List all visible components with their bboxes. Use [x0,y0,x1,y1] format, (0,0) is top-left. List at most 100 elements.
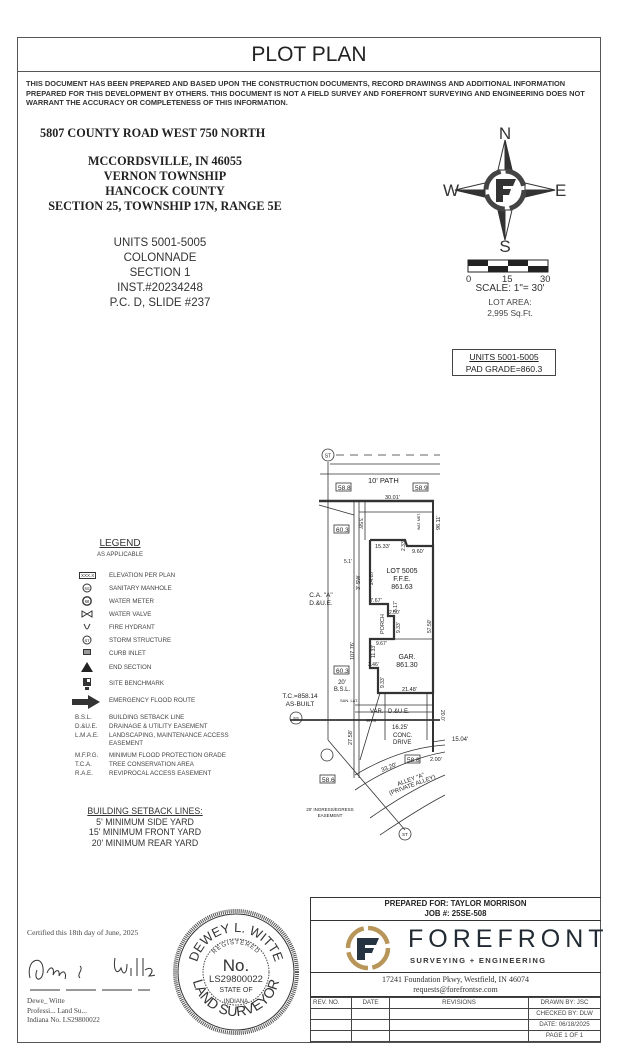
variable-label: VAR. [370,709,384,715]
abbreviation: T.C.A. [75,761,92,768]
ffe-label: F.F.E. [393,576,411,583]
storm-structure-icon: ST [79,635,95,647]
dim-3-58: 3.58' [357,518,363,529]
legend-item-label: STORM STRUCTURE [109,637,172,644]
table-row: PAGE 1 OF 1 [310,1030,601,1042]
abbreviation-meaning: TREE CONSERVATION AREA [109,761,194,768]
table-row: REV. NO. DATE REVISIONS DRAWN BY: JSC [310,997,601,1009]
seal-state: INDIANA [224,999,248,1005]
drive-width: 16.25' [392,725,408,731]
storm-structure-top: ST [325,454,331,460]
pad-units: UNITS 5001-5005 [469,352,539,362]
dim-2-00-front: 2.00' [430,757,442,763]
plot-drawing: ST 10' PATH 58.8 58.9 30.01' 96.11' 3.58… [282,448,468,841]
dim-15-33: 15.33' [375,544,390,550]
col-rev-no: REV. NO. [310,997,352,1009]
compass-n: N [499,125,511,143]
dim-5-1: 5.1' [344,559,352,565]
county: HANCOCK COUNTY [105,184,225,198]
water-valve-icon [79,609,95,621]
title-block [310,897,602,1043]
drive-label: CONC. [393,733,413,739]
abbreviation: M.F.P.G. [75,752,99,759]
abbreviation-meaning: MINIMUM FLOOD PROTECTION GRADE [109,752,226,759]
company-contact: 17241 Foundation Pkwy, Westfield, IN 460… [310,973,601,997]
drawn-by: DRAWN BY: JSC [528,997,601,1009]
dim-20-0: 20.0' [439,710,445,721]
bsl-distance: 20' [338,680,346,686]
company-tagline: SURVEYING + ENGINEERING [410,956,547,965]
table-row: CHECKED BY: DLW [310,1008,601,1020]
sanitary-manhole-left: SS [293,716,299,721]
elev-58-8-front: 58.8 [407,757,420,764]
section-township-range: SECTION 25, TOWNSHIP 17N, RANGE 5E [48,199,282,213]
garage-elevation: 861.30 [396,662,418,669]
prepared-for-row: PREPARED FOR: TAYLOR MORRISON JOB #: 25S… [310,897,601,921]
dim-9-67: 9.67' [376,641,387,647]
legend-title: LEGEND [99,538,141,549]
lot-number: LOT 5005 [386,568,417,575]
legend-item-label: WATER VALVE [109,611,152,618]
scale-label: SCALE: 1"= 30' [475,283,545,294]
du-easement-label: D.&U.E. [309,600,333,607]
dim-2-33: 2.33' [401,540,407,551]
company-address: 17241 Foundation Pkwy, Westfield, IN 460… [382,975,529,984]
porch-label: PORCH [380,614,386,634]
abbreviation-meaning: DRAINAGE & UTILITY EASEMENT [109,723,208,730]
elev-58-9: 58.9 [415,485,428,492]
legend-item-label: SANITARY MANHOLE [109,585,172,592]
site-benchmark-icon [79,678,95,692]
forefront-logo-icon [345,925,391,971]
abbreviation: R.A.E. [75,770,93,777]
instrument-number: INST.#20234248 [117,282,203,294]
sidewalk-label: 3' SW [356,575,362,590]
ingress-easement-2: EASEMENT [318,813,343,818]
city: MCCORDSVILLE, IN 46055 [87,154,243,168]
dim-2-00: 2.00' [389,610,400,616]
dim-15-04: 15.04' [452,737,468,743]
svg-text:ST: ST [84,638,90,643]
page-number: PAGE 1 OF 1 [528,1030,601,1042]
dim-3-46: 3.46' [368,662,379,668]
dim-9-60: 9.60' [412,549,424,555]
pad-grade-box: UNITS 5001-5005 PAD GRADE=860.3 [452,349,556,376]
setback-side: 5' MINIMUM SIDE YARD [96,816,194,827]
du-easement-front: D.&U.E. [388,709,410,715]
compass-s: S [499,237,510,255]
dim-9-33-garage: 9.33' [380,677,386,688]
setback-front: 15' MINIMUM FRONT YARD [88,827,202,838]
legend-item-label: EMERGENCY FLOOD ROUTE [109,697,196,704]
drive-label-2: DRIVE [393,740,411,746]
legend-item-label: SITE BENCHMARK [109,680,165,687]
units: UNITS 5001-5005 [113,237,207,249]
disclaimer-text: THIS DOCUMENT HAS BEEN PREPARED AND BASE… [26,79,585,108]
dim-5-17: 5.17' [393,601,399,612]
water-meter-label: WAT. MET. [417,513,421,530]
compass-e: E [555,181,566,200]
job-number: JOB #: 25SE-508 [424,909,487,918]
storm-structure-bottom: ST [402,832,408,837]
compass-rose-icon: N S W E [443,125,566,255]
surveyor-signature [28,957,155,991]
end-section-icon [79,662,95,674]
setback-rear: 20' MINIMUM REAR YARD [91,837,199,848]
scale-tick-0: 0 [466,273,472,284]
elev-58-6: 58.6 [322,777,335,784]
location-block: MCCORDSVILLE, IN 46055 VERNON TOWNSHIP H… [30,154,300,214]
legend-item-label: FIRE HYDRANT [109,624,155,631]
svg-text:SS: SS [84,586,90,591]
xxx-icon: XXX.X [79,570,97,579]
abbreviation-meaning: BUILDING SETBACK LINE [109,714,185,721]
dim-11-33: 11.33' [371,645,377,658]
water-meter-icon: W [79,596,95,608]
elev-58-8: 58.8 [338,485,351,492]
dim-24-87: 24.87' [369,570,375,585]
common-area-label: C.A. "A" [309,592,333,599]
township: VERNON TOWNSHIP [103,169,227,183]
elev-60-3: 60.3 [336,527,349,534]
seal-no: No. [223,956,249,975]
company-email[interactable]: requests@forefrontse.com [413,985,498,994]
path-label: 10' PATH [368,476,399,485]
dim-33-20: 33.20' [381,762,398,774]
fire-hydrant-icon [79,622,95,634]
